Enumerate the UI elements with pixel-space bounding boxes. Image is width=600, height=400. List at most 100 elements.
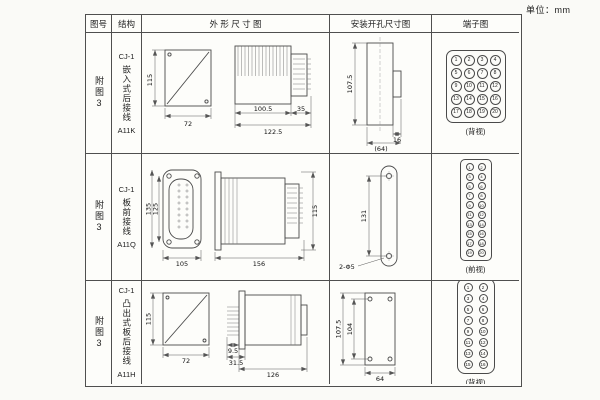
terminal-view-label: (背视): [465, 377, 486, 385]
terminal-pin: 3: [463, 293, 473, 303]
header-terminal-label: 端子图: [462, 18, 489, 29]
terminal-number: 12: [479, 212, 484, 218]
cutout-outline: [364, 292, 395, 365]
terminal-pin: 13: [450, 93, 462, 105]
terminal-number: 2: [481, 284, 485, 290]
terminal-pin: 4: [477, 172, 486, 181]
terminal-number: 19: [467, 250, 472, 256]
terminal-number: 10: [466, 83, 472, 89]
dim-cutout-height: 107.5: [346, 75, 354, 94]
dim-side-block: 35: [296, 105, 304, 113]
dim-front-width: 105: [175, 260, 187, 268]
terminal-pin: 9: [450, 80, 462, 92]
terminal-pin: 10: [463, 80, 475, 92]
terminal-number: 13: [465, 350, 471, 356]
terminal-number: 20: [492, 109, 498, 115]
terminal-number: 2: [467, 57, 471, 63]
terminal-pin: 4: [478, 293, 488, 303]
terminal-number: 5: [454, 70, 458, 76]
terminal-number: 16: [480, 361, 486, 367]
structure-desc: 凸出式板后接线: [121, 299, 132, 366]
terminal-number: 13: [467, 221, 472, 227]
front-view-dimensions: 135 125 105: [144, 170, 201, 268]
dim-pin-length: 9.5: [227, 347, 237, 355]
cutout-dimensions: 107.5 16 (64): [346, 42, 401, 153]
terminal-pin: 17: [450, 106, 462, 118]
structure-model: CJ-1: [118, 51, 135, 61]
terminal-pin: 20: [489, 106, 501, 118]
header-structure-label: 结构: [117, 18, 135, 29]
terminal-pin: 2: [463, 54, 475, 66]
outline-drawing-a11h: 115 72 9.5 31.5 126: [144, 290, 307, 379]
terminal-number: 2: [480, 164, 483, 170]
terminal-number: 3: [468, 174, 471, 180]
terminal-pin: 5: [450, 67, 462, 79]
terminal-number: 9: [468, 202, 471, 208]
row-1-fig-no: 附图3: [86, 33, 112, 154]
fig-no-label: 附图3: [94, 200, 104, 234]
terminal-number: 14: [479, 221, 484, 227]
side-view: [234, 45, 311, 105]
terminal-pin: 11: [476, 80, 488, 92]
terminal-number: 16: [479, 231, 484, 237]
terminal-pin: 15: [465, 229, 474, 238]
terminal-number: 7: [468, 193, 471, 199]
terminal-number: 6: [481, 306, 485, 312]
dim-front-width: 72: [183, 120, 191, 128]
terminal-pin: 1: [465, 163, 474, 172]
dim-front-hole-height: 125: [151, 203, 159, 215]
terminal-pin: 13: [465, 220, 474, 229]
side-view-dimensions: 100.5 35 122.5: [234, 96, 311, 136]
terminal-pin: 7: [476, 67, 488, 79]
dim-side-length: 126: [266, 371, 278, 379]
side-view: [214, 171, 303, 251]
mounting-drawing-a11q: 131 2-Φ5: [339, 165, 397, 271]
terminal-pin: 2: [477, 163, 486, 172]
terminal-pin: 7: [463, 315, 473, 325]
row-3-structure: CJ-1 凸出式板后接线 A11H: [112, 281, 142, 384]
dim-notch-width: 16: [392, 136, 400, 144]
front-view: [164, 49, 211, 107]
terminal-pin: 12: [478, 337, 488, 347]
outline-drawing-a11q: 135 125 105 156 115: [144, 169, 319, 268]
terminal-number: 6: [467, 70, 471, 76]
unit-label: 单位：mm: [526, 5, 571, 15]
terminal-pin: 10: [478, 326, 488, 336]
side-view-dimensions: 156 115: [214, 171, 319, 268]
terminal-number: 1: [454, 57, 458, 63]
row-3-fig-no: 附图3: [86, 281, 112, 384]
terminal-pin: 19: [476, 106, 488, 118]
terminal-pin: 14: [463, 93, 475, 105]
row-2-mounting-drawing: 131 2-Φ5: [330, 154, 432, 281]
terminal-number: 12: [480, 339, 486, 345]
front-view: [162, 292, 209, 345]
terminal-number: 9: [466, 328, 470, 334]
terminal-pin: 2: [478, 282, 488, 292]
hole-size-note: 2-Φ5: [339, 263, 355, 271]
dim-rear-depth: 31.5: [228, 359, 242, 367]
header-outline-label: 外 形 尺 寸 图: [209, 18, 262, 29]
structure-model: CJ-1: [118, 185, 135, 194]
terminal-pin: 18: [463, 106, 475, 118]
terminal-pin: 1: [463, 282, 473, 292]
terminal-number: 8: [493, 70, 497, 76]
row-2-outline-drawing: 135 125 105 156 115: [142, 154, 330, 281]
terminal-pin: 8: [477, 191, 486, 200]
terminal-number: 10: [479, 202, 484, 208]
terminal-pin: 12: [489, 80, 501, 92]
terminal-pin: 5: [463, 304, 473, 314]
drill-pattern: [380, 165, 397, 267]
terminal-number: 11: [479, 83, 485, 89]
terminal-number: 8: [480, 193, 483, 199]
terminal-number: 15: [467, 231, 472, 237]
terminal-number: 10: [480, 328, 486, 334]
dim-hole-spacing: 131: [360, 210, 368, 222]
terminal-number: 3: [466, 295, 470, 301]
terminal-pin: 4: [489, 54, 501, 66]
dim-overall-width: (64): [374, 145, 387, 153]
